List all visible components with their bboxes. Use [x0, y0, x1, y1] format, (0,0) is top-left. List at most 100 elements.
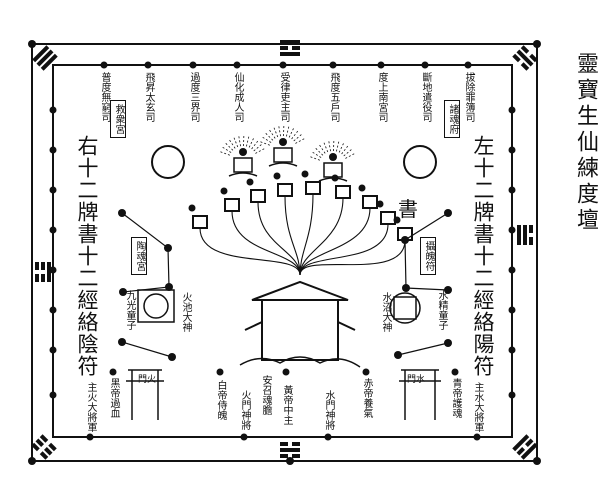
lamp-cord [299, 207, 371, 276]
ray [238, 134, 241, 147]
fire-circle [143, 293, 169, 319]
node-dot [508, 306, 516, 314]
node-dot [28, 457, 36, 465]
node-dot [358, 184, 366, 192]
node-dot [189, 61, 197, 69]
trigram-icon [512, 45, 538, 71]
temple-cloud [239, 356, 361, 368]
gate-char: 門 [138, 375, 148, 385]
ray [272, 125, 279, 138]
node-dot [279, 61, 287, 69]
ray [248, 136, 255, 148]
trigram-icon [512, 434, 538, 460]
top-label: 仙化成人司 [232, 72, 243, 122]
trigram-icon [280, 40, 300, 56]
node-dot [273, 172, 281, 180]
label-water-god: 水沼大神 [380, 292, 391, 332]
lamp-icon [250, 189, 266, 203]
top-label: 普度無窮司 [99, 72, 110, 122]
ray [218, 150, 230, 156]
bottom-label: 黃帝中主 [281, 385, 292, 425]
ray [295, 137, 307, 144]
label-fire-child: 九光童子 [124, 290, 135, 330]
node-dot [49, 266, 57, 274]
bottom-label: 水門神將 [323, 390, 334, 430]
ray [345, 152, 357, 159]
ray [335, 139, 340, 152]
node-dot [49, 106, 57, 114]
ray [253, 142, 264, 152]
ray [228, 138, 236, 149]
ray [314, 146, 324, 156]
node-dot [376, 200, 384, 208]
node-dot [28, 40, 36, 48]
ray [268, 128, 276, 139]
fire-char: 火 [147, 375, 157, 385]
node-dot [508, 146, 516, 154]
node-dot [164, 244, 172, 252]
node-dot [451, 368, 459, 376]
node-dot [220, 187, 228, 195]
trigram-icon [280, 442, 300, 458]
node-dot [444, 286, 452, 294]
temple-eaves [244, 321, 356, 331]
water-circle [389, 292, 421, 324]
bottom-label: 黑帝過血 [108, 378, 119, 418]
lamp-cord [199, 227, 301, 276]
lamp-icon [380, 211, 396, 225]
node-dot [119, 288, 127, 296]
bottom-label: 白帝侍魄 [215, 380, 226, 420]
ray [291, 129, 300, 140]
node-dot [444, 209, 452, 217]
node-dot [286, 457, 294, 465]
lamp-icon [305, 181, 321, 195]
node-dot [118, 338, 126, 346]
ray [224, 141, 234, 151]
node-dot [49, 391, 57, 399]
shrine-icon [323, 162, 343, 178]
node-dot [533, 40, 541, 48]
ray [251, 139, 260, 150]
box-mid-right: 攝魄符 [420, 237, 436, 275]
lamp-cord [299, 197, 344, 276]
node-dot [464, 61, 472, 69]
box-upper-right: 諸魂府 [444, 100, 460, 138]
left-column-text: 右十二牌書十二經絡陰符 [75, 135, 99, 377]
ray [255, 147, 267, 154]
ray [288, 126, 295, 138]
node-dot [533, 457, 541, 465]
ray [245, 134, 250, 147]
label-book: 書 [398, 197, 418, 221]
node-dot [49, 226, 57, 234]
label-water-child: 水精童子 [436, 290, 447, 330]
ray [328, 139, 331, 152]
node-dot [473, 433, 481, 441]
node-dot [144, 61, 152, 69]
moon-right [403, 145, 437, 179]
top-label: 受律吏主司 [278, 72, 289, 122]
shrine-icon [273, 147, 293, 163]
label-fire-god: 火池大神 [180, 292, 191, 332]
trigram-icon [517, 225, 533, 245]
node-dot [324, 433, 332, 441]
ray [308, 155, 320, 161]
node-dot [86, 433, 94, 441]
lamp-icon [362, 195, 378, 209]
temple-body [261, 299, 339, 361]
fire-square [137, 289, 175, 323]
node-dot [100, 61, 108, 69]
lamp-cord [299, 193, 314, 276]
ray [341, 144, 350, 155]
water-square [393, 296, 417, 320]
lamp-icon [277, 183, 293, 197]
right-lower-constellation [397, 342, 449, 356]
ray [264, 131, 274, 141]
water-char: 水 [416, 375, 426, 385]
node-dot [421, 61, 429, 69]
node-dot [329, 153, 337, 161]
ray [322, 140, 329, 153]
node-dot [49, 306, 57, 314]
ray [260, 135, 272, 143]
node-dot [508, 186, 516, 194]
